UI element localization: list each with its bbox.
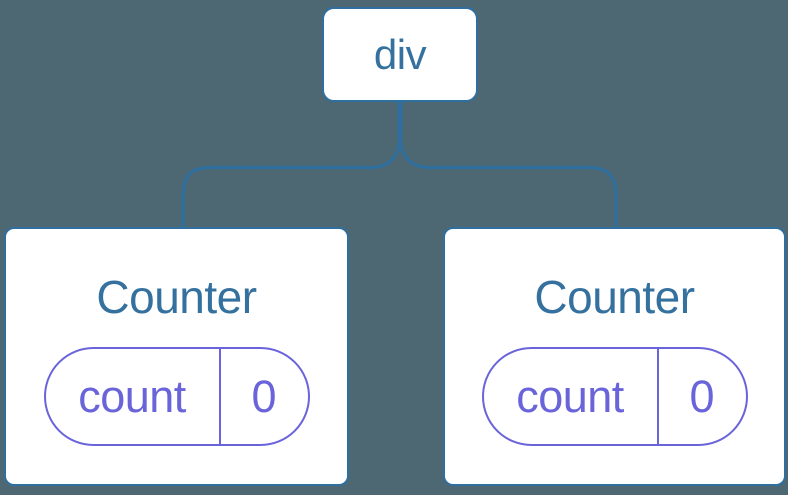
state-value: 0	[251, 370, 277, 422]
counter-title: Counter	[534, 271, 695, 323]
state-value: 0	[689, 370, 715, 422]
pill-divider	[218, 349, 221, 444]
state-name: count	[516, 370, 624, 422]
counter-title: Counter	[96, 271, 257, 323]
counter-card-right: Counter count 0	[443, 227, 786, 486]
pill-divider	[656, 349, 659, 444]
connector-branch-right	[398, 132, 618, 229]
state-pill: count 0	[43, 347, 310, 446]
state-pill: count 0	[481, 347, 748, 446]
root-node: div	[322, 7, 478, 102]
counter-card-left: Counter count 0	[4, 227, 349, 486]
root-node-label: div	[373, 30, 427, 78]
state-name: count	[78, 370, 186, 422]
connector-branch-left	[181, 132, 402, 229]
